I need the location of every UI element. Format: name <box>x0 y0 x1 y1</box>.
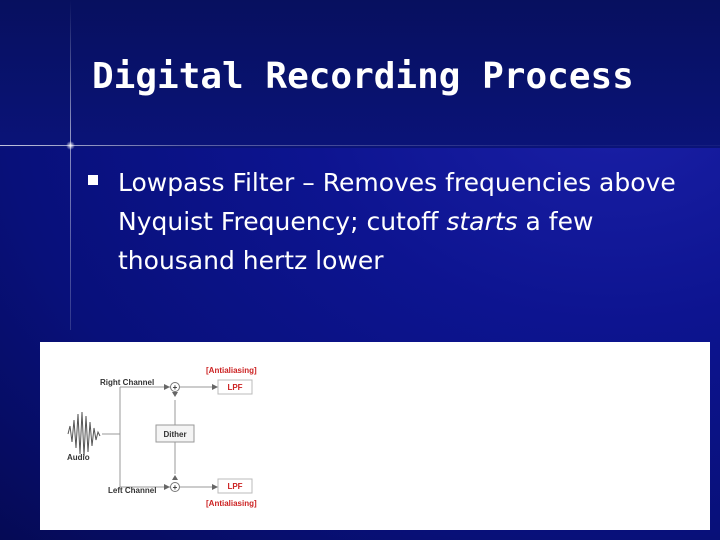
bullet-text-prefix: Lowpass Filter – Removes frequencies abo… <box>118 168 676 236</box>
right-channel-label: Right Channel <box>100 378 154 387</box>
dither-label: Dither <box>163 430 186 439</box>
bullet-text: Lowpass Filter – Removes frequencies abo… <box>118 163 688 280</box>
slide-title: Digital Recording Process <box>92 56 634 97</box>
plus-bottom-label: + <box>173 483 178 492</box>
decorative-vertical-line <box>70 0 71 330</box>
lpf-bottom-label: LPF <box>227 482 242 491</box>
antialiasing-bottom-label: [Antialiasing] <box>206 499 257 508</box>
lpf-box-bottom <box>217 478 253 494</box>
bullet-square-icon <box>88 175 98 185</box>
audio-label: Audio <box>67 453 90 462</box>
left-channel-label: Left Channel <box>108 486 156 495</box>
summing-junction-top <box>170 382 180 392</box>
decorative-sparkle <box>66 141 75 150</box>
decorative-horizontal-line <box>0 145 720 146</box>
diagram-connectors <box>102 386 218 488</box>
lpf-top-label: LPF <box>227 383 242 392</box>
antialiasing-top-label: [Antialiasing] <box>206 366 257 375</box>
bullet-text-emphasis: starts <box>446 207 518 236</box>
diagram-svg: Audio + <box>67 366 257 508</box>
bullet-text-suffix: a few thousand hertz lower <box>118 207 594 275</box>
plus-top-label: + <box>173 383 178 392</box>
arrowheads <box>164 384 218 490</box>
dither-box <box>155 424 195 443</box>
waveform-icon <box>67 411 101 457</box>
lpf-box-top <box>217 379 253 395</box>
title-band <box>0 0 720 148</box>
signal-flow-diagram: Audio + <box>40 342 710 530</box>
summing-junction-bottom <box>170 482 180 492</box>
